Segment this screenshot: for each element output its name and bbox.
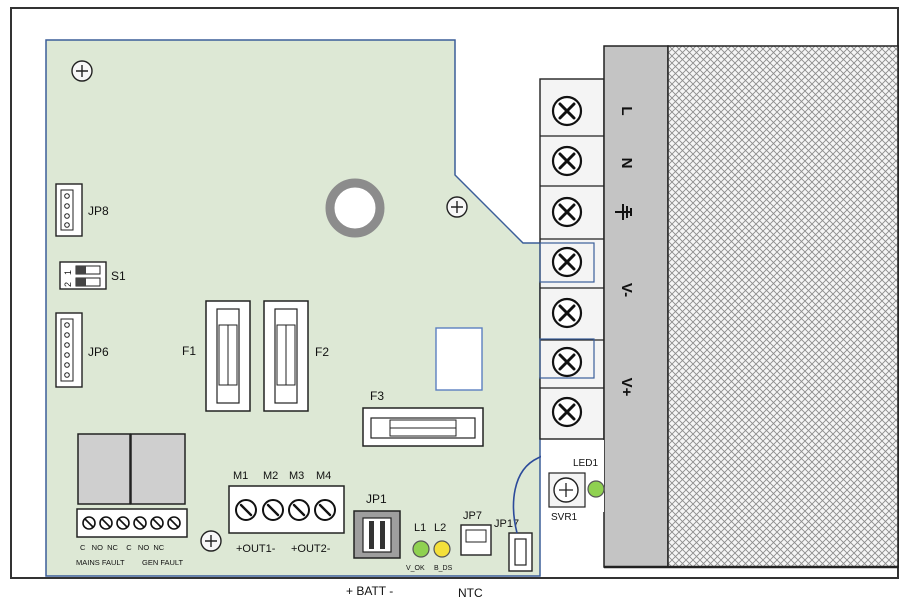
transformer-mesh — [667, 45, 899, 568]
svr1-potentiometer[interactable] — [548, 472, 586, 508]
terminal-screw-vminus-2[interactable] — [551, 297, 583, 329]
terminal-screw-l[interactable] — [551, 95, 583, 127]
jp8-label: JP8 — [88, 204, 109, 218]
l2-label: L2 — [434, 522, 446, 534]
s1-pos2-label: 2 — [63, 282, 73, 287]
terminal-screw-vplus-1[interactable] — [551, 346, 583, 378]
s1-pos1-label: 1 — [63, 270, 73, 275]
l2-led-yellow — [433, 540, 451, 558]
f2-fuse[interactable] — [263, 300, 309, 412]
output-terminal-block[interactable] — [228, 485, 345, 534]
pcb-edge-vminus — [539, 242, 595, 283]
ring-hole — [325, 178, 385, 238]
jp1-battery-connector[interactable] — [353, 510, 401, 559]
terminal-screw-vminus-1[interactable] — [551, 246, 583, 278]
s1-label: S1 — [111, 269, 126, 283]
out1-label: +OUT1- — [236, 543, 276, 555]
jp1-label: JP1 — [366, 492, 387, 506]
mains-fault-label: MAINS FAULT — [76, 558, 125, 567]
svr1-label: SVR1 — [551, 512, 578, 523]
m4-label: M4 — [316, 470, 331, 482]
ground-icon — [615, 204, 632, 220]
mount-hole-icon — [446, 196, 468, 218]
f1-fuse[interactable] — [205, 300, 251, 412]
jp6-connector[interactable] — [55, 312, 83, 388]
f1-label: F1 — [182, 344, 196, 358]
b-ds-label: B_DS — [434, 565, 453, 572]
terminal-label-vminus: V- — [618, 283, 635, 297]
gen-fault-label: GEN FAULT — [142, 558, 184, 567]
led1-green — [587, 480, 605, 498]
jp17-label: JP17 — [494, 518, 519, 530]
l1-led-green — [412, 540, 430, 558]
ntc-label: NTC — [458, 586, 483, 600]
terminal-label-vplus: V+ — [618, 378, 635, 397]
v-ok-label: V_OK — [406, 565, 425, 572]
terminal-label-n: N — [618, 158, 635, 169]
jp17-connector[interactable] — [508, 532, 533, 572]
jp7-ntc-connector[interactable] — [460, 524, 492, 556]
terminal-screw-earth[interactable] — [551, 196, 583, 228]
pcb-edge-vplus — [539, 338, 595, 379]
f3-label: F3 — [370, 389, 384, 403]
batt-label: + BATT - — [346, 584, 393, 598]
m3-label: M3 — [289, 470, 304, 482]
mount-hole-icon — [71, 60, 93, 82]
relay-mains — [77, 433, 131, 505]
relay-gen — [130, 433, 186, 505]
component-block — [435, 327, 483, 391]
l1-label: L1 — [414, 522, 426, 534]
f2-label: F2 — [315, 345, 329, 359]
terminal-screw-vplus-2[interactable] — [551, 396, 583, 428]
out2-label: +OUT2- — [291, 543, 331, 555]
led1-label: LED1 — [573, 458, 598, 469]
jp7-label: JP7 — [463, 510, 482, 522]
jp8-connector[interactable] — [55, 183, 83, 237]
f3-fuse[interactable] — [362, 407, 484, 447]
terminal-screw-n[interactable] — [551, 145, 583, 177]
relay-contacts-label: C NO NC C NO NC — [80, 543, 165, 552]
mount-hole-icon — [200, 530, 222, 552]
terminal-label-l: L — [618, 106, 635, 115]
s1-dip-switch[interactable] — [59, 261, 107, 290]
jp6-label: JP6 — [88, 345, 109, 359]
m1-label: M1 — [233, 470, 248, 482]
transformer — [603, 45, 669, 568]
m2-label: M2 — [263, 470, 278, 482]
relay-terminal-block[interactable] — [76, 508, 188, 538]
